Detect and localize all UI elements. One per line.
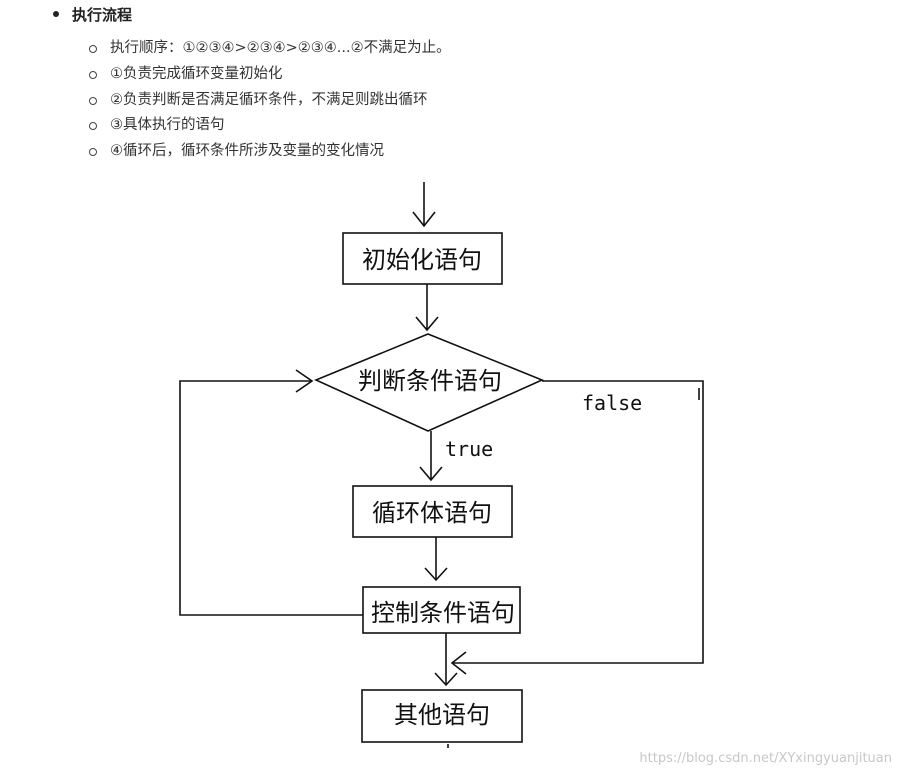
sub-bullet <box>89 122 97 130</box>
init-box <box>342 232 503 285</box>
condition-diamond <box>313 333 545 432</box>
list-bullet <box>53 11 59 17</box>
true-label: true <box>445 437 493 461</box>
loop-back-line <box>179 380 363 616</box>
arrow-init-condition-head <box>415 316 439 332</box>
loop-back-arrow-head <box>295 369 314 393</box>
condition-label: 判断条件语句 <box>358 367 502 395</box>
arrow-body-control-head <box>424 567 448 582</box>
entry-arrow-head <box>412 211 436 228</box>
sub-bullet <box>89 97 97 105</box>
other-label: 其他语句 <box>394 701 490 729</box>
body-box <box>352 485 513 538</box>
section-heading: 执行流程 <box>72 6 133 24</box>
list-item: ③具体执行的语句 <box>110 117 225 133</box>
init-label: 初始化语句 <box>362 246 482 274</box>
false-label: false <box>582 391 642 415</box>
true-arrow-head <box>419 466 443 482</box>
control-label: 控制条件语句 <box>371 599 515 627</box>
arrow-control-other-head <box>434 672 458 687</box>
watermark: https://blog.csdn.net/XYxingyuanjituan <box>639 751 892 766</box>
sub-bullet <box>89 45 97 53</box>
false-path-line <box>452 380 704 664</box>
list-item: ①负责完成循环变量初始化 <box>110 66 283 82</box>
list-item: ④循环后，循环条件所涉及变量的变化情况 <box>110 143 384 159</box>
sub-bullet <box>89 148 97 156</box>
other-box <box>361 689 523 743</box>
sub-bullet <box>89 71 97 79</box>
list-item: 执行顺序：①②③④>②③④>②③④...②不满足为止。 <box>110 40 451 56</box>
body-label: 循环体语句 <box>372 499 492 527</box>
control-box <box>362 586 521 634</box>
list-item: ②负责判断是否满足循环条件，不满足则跳出循环 <box>110 92 428 108</box>
false-path-arrow-head <box>450 651 467 675</box>
